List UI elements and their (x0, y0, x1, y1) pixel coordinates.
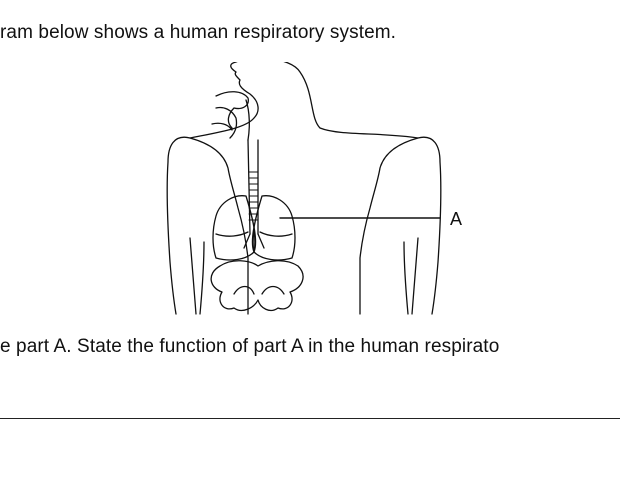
respiratory-system-diagram: A (166, 62, 462, 315)
head-outline (189, 62, 419, 139)
intro-sentence: ram below shows a human respiratory syst… (0, 22, 397, 43)
right-arm-inner (403, 237, 419, 315)
left-arm-inner (189, 237, 205, 315)
right-lung (251, 195, 296, 261)
label-a: A (450, 209, 462, 229)
intestine-folds (233, 285, 285, 295)
body-outline (166, 136, 249, 315)
body-outline-right (359, 136, 442, 315)
nasal-cavity (215, 91, 249, 129)
answer-line[interactable] (0, 418, 620, 419)
left-lung (212, 195, 257, 261)
question-sentence: e part A. State the function of part A i… (0, 336, 500, 357)
bronchi (243, 231, 265, 253)
oral-cavity (211, 106, 238, 139)
abdominal-organs (210, 260, 304, 312)
pharynx (245, 99, 250, 141)
trachea (247, 139, 259, 235)
diaphragm (215, 231, 293, 237)
